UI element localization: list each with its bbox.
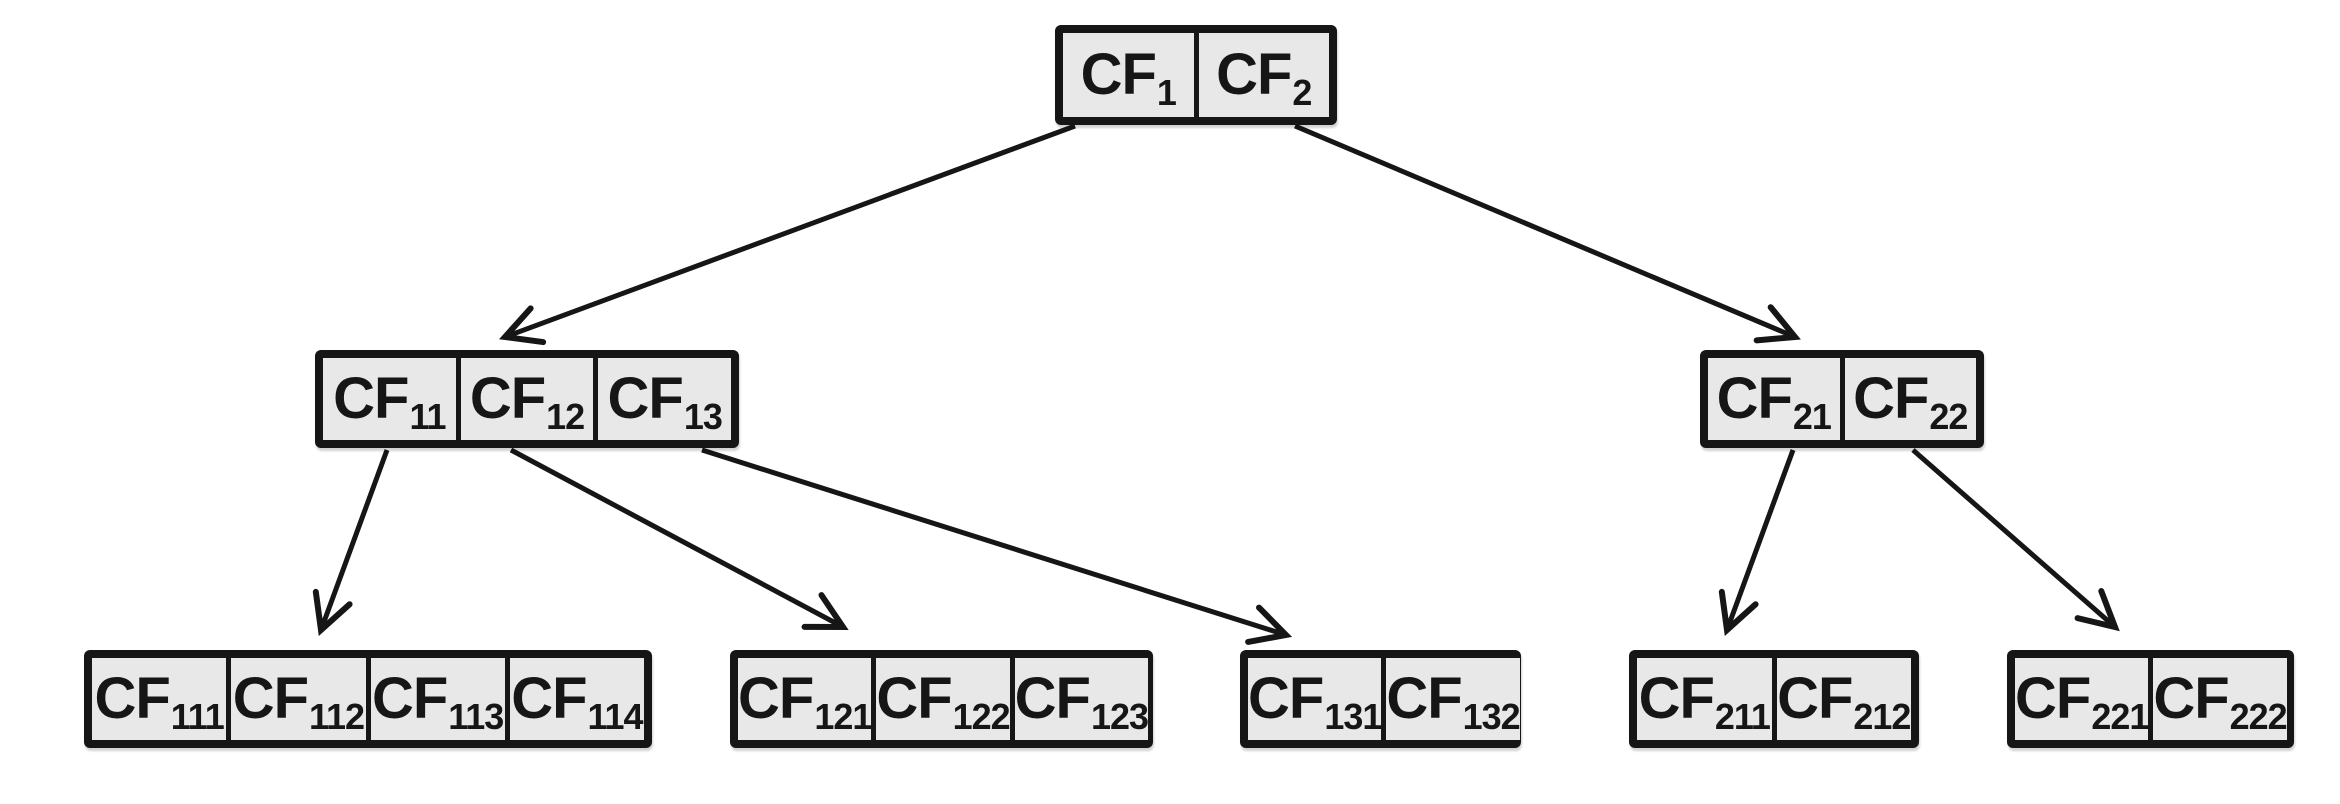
cf-entry-cf113: CF113 [370, 658, 505, 740]
cf-entry-cf114: CF114 [509, 658, 644, 740]
cf-entry-cf221: CF221 [2015, 658, 2149, 740]
cf-entry-label: CF21 [1716, 366, 1832, 437]
cf-entry-cf131: CF131 [1248, 658, 1382, 740]
cf-entry-cf111: CF111 [92, 658, 227, 740]
cf-entry-label: CF112 [232, 666, 365, 737]
cf-entry-cf132: CF132 [1386, 658, 1521, 740]
cf-entry-label: CF132 [1386, 666, 1520, 737]
edge-root-to-int1 [498, 123, 1076, 346]
cf-entry-label: CF221 [2015, 666, 2149, 737]
cf-entry-label: CF13 [607, 366, 723, 437]
cf-entry-cf122: CF122 [876, 658, 1011, 740]
cf-entry-label: CF12 [469, 366, 585, 437]
cf-entry-label: CF2 [1216, 42, 1312, 113]
edge-cf22-to-leaf22 [1911, 448, 2120, 632]
cf-entry-label: CF11 [333, 366, 446, 437]
cf-entry-cf123: CF123 [1014, 658, 1149, 740]
cf-node-leaf-11: CF111 CF112 CF113 CF114 [84, 650, 652, 748]
cf-entry-cf212: CF212 [1776, 658, 1911, 740]
cf-node-leaf-21: CF211 CF212 [1629, 650, 1919, 748]
cf-entry-label: CF222 [2153, 666, 2287, 737]
cf-node-leaf-22: CF221 CF222 [2007, 650, 2294, 748]
cf-node-root: CF1 CF2 [1055, 25, 1337, 125]
cf-node-leaf-13: CF131 CF132 [1240, 650, 1521, 748]
edge-cf13-to-leaf13 [701, 447, 1293, 645]
cf-entry-cf11: CF11 [323, 358, 456, 440]
cf-entry-label: CF123 [1014, 666, 1149, 737]
cf-node-internal-1: CF11 CF12 CF13 [315, 350, 739, 448]
cf-entry-cf22: CF22 [1844, 358, 1976, 440]
cf-entry-label: CF114 [511, 666, 643, 737]
cf-entry-cf112: CF112 [231, 658, 366, 740]
cf-entry-cf13: CF13 [598, 358, 732, 440]
cf-entry-cf2: CF2 [1198, 33, 1329, 117]
cf-entry-cf21: CF21 [1708, 358, 1840, 440]
cf-entry-label: CF111 [94, 666, 224, 737]
edge-cf21-to-leaf21 [1718, 449, 1796, 637]
edge-cf11-to-leaf11 [312, 449, 390, 637]
cf-entry-label: CF22 [1853, 366, 1968, 437]
cf-node-leaf-12: CF121 CF122 CF123 [730, 650, 1153, 748]
cf-node-internal-2: CF21 CF22 [1700, 350, 1984, 448]
cf-entry-cf211: CF211 [1637, 658, 1772, 740]
cf-entry-label: CF131 [1248, 666, 1382, 737]
cf-entry-label: CF211 [1638, 666, 1771, 737]
cf-entry-cf121: CF121 [738, 658, 872, 740]
cf-entry-cf12: CF12 [460, 358, 594, 440]
edge-cf12-to-leaf12 [509, 447, 849, 631]
cf-entry-cf222: CF222 [2153, 658, 2288, 740]
cf-entry-label: CF212 [1777, 666, 1911, 737]
cf-entry-label: CF121 [738, 666, 872, 737]
cf-entry-label: CF122 [876, 666, 1010, 737]
cf-entry-label: CF113 [371, 666, 504, 737]
edge-root-to-int2 [1294, 123, 1801, 344]
cf-entry-label: CF1 [1080, 42, 1177, 113]
cf-entry-cf1: CF1 [1063, 33, 1194, 117]
